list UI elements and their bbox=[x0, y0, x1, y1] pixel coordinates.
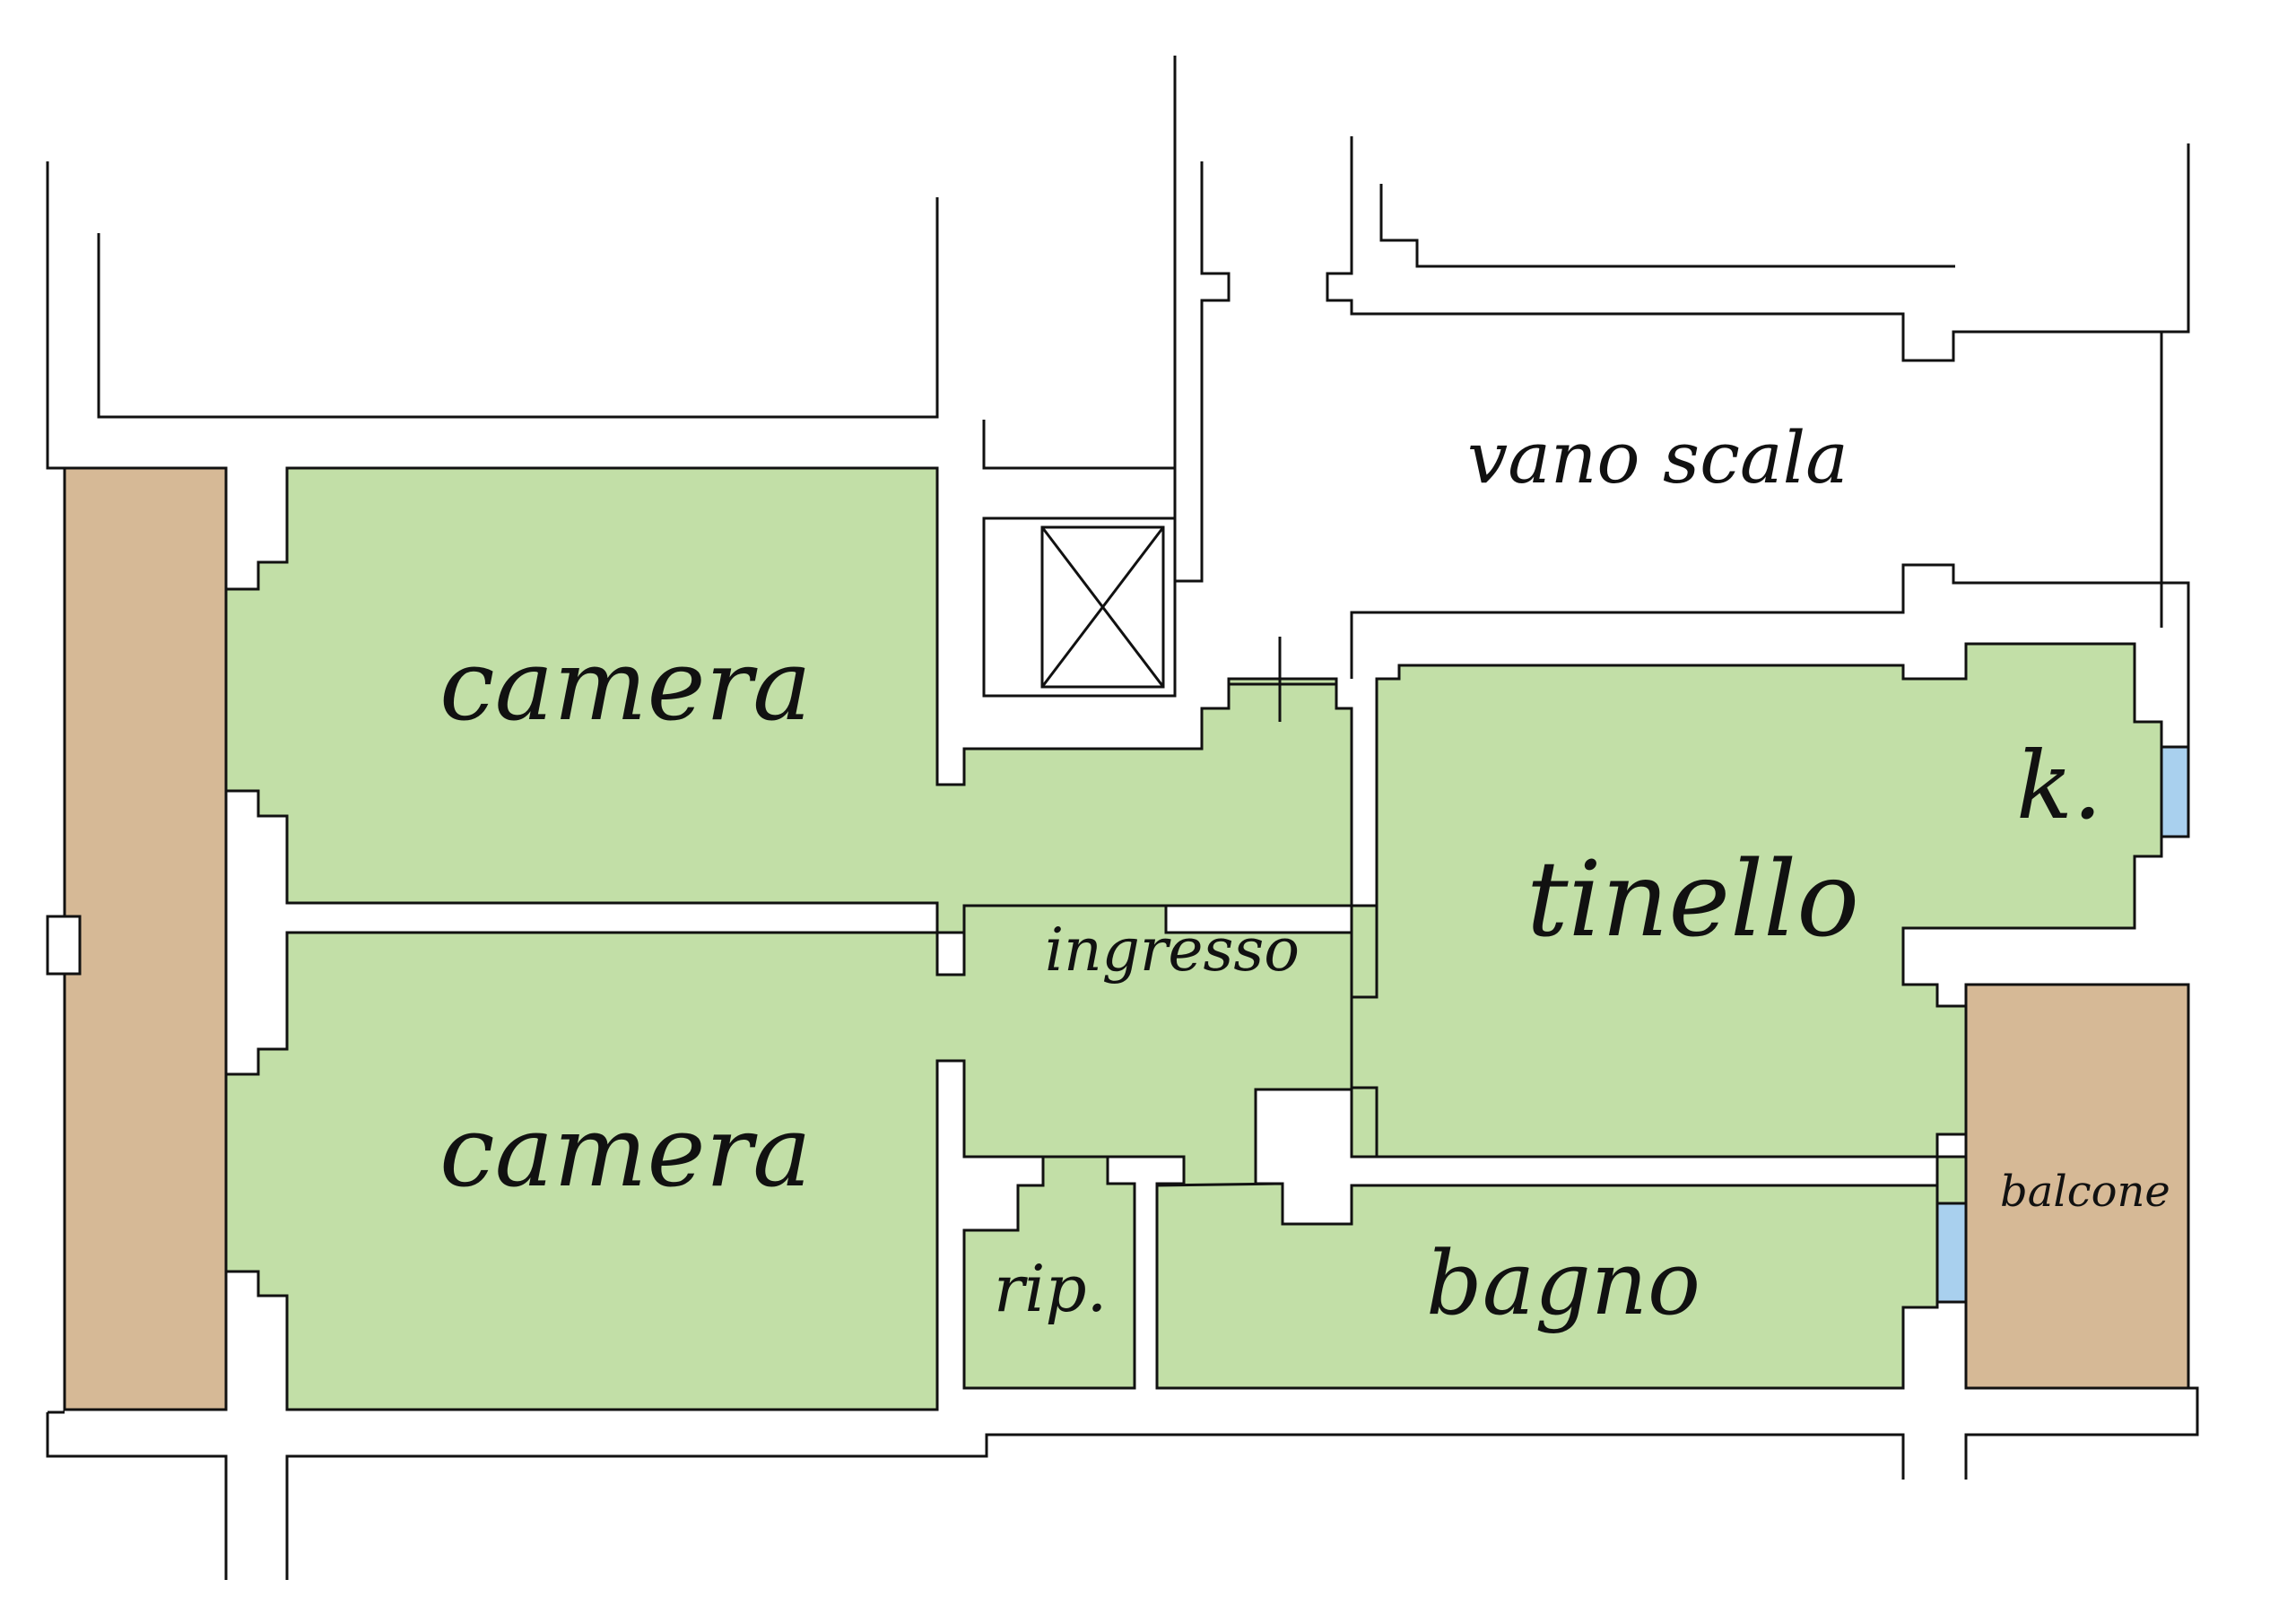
left-balcony bbox=[63, 466, 228, 1411]
label-camera-top: camera bbox=[439, 628, 812, 742]
entrance-door bbox=[1229, 637, 1336, 722]
label-ripostiglio: rip. bbox=[994, 1251, 1107, 1326]
rooms bbox=[224, 466, 2163, 1411]
room-bagno bbox=[1155, 1182, 1939, 1390]
label-balcone: balcone bbox=[2000, 1167, 2170, 1217]
elevator-shaft-icon bbox=[982, 516, 1177, 698]
right-balcony bbox=[1964, 983, 2190, 1390]
label-camera-bottom: camera bbox=[439, 1094, 812, 1209]
room-ripostiglio bbox=[962, 1155, 1136, 1390]
left-window bbox=[46, 915, 82, 976]
room-tinello bbox=[1350, 642, 2163, 1159]
label-kitchen: k. bbox=[2016, 731, 2102, 840]
bagno-window bbox=[1935, 1202, 1968, 1304]
kitchen-window bbox=[2160, 745, 2190, 838]
label-ingresso: ingresso bbox=[1045, 916, 1300, 985]
label-vano-scala: vano scala bbox=[1467, 416, 1848, 499]
label-tinello: tinello bbox=[1526, 839, 1859, 960]
label-bagno: bagno bbox=[1426, 1233, 1700, 1335]
